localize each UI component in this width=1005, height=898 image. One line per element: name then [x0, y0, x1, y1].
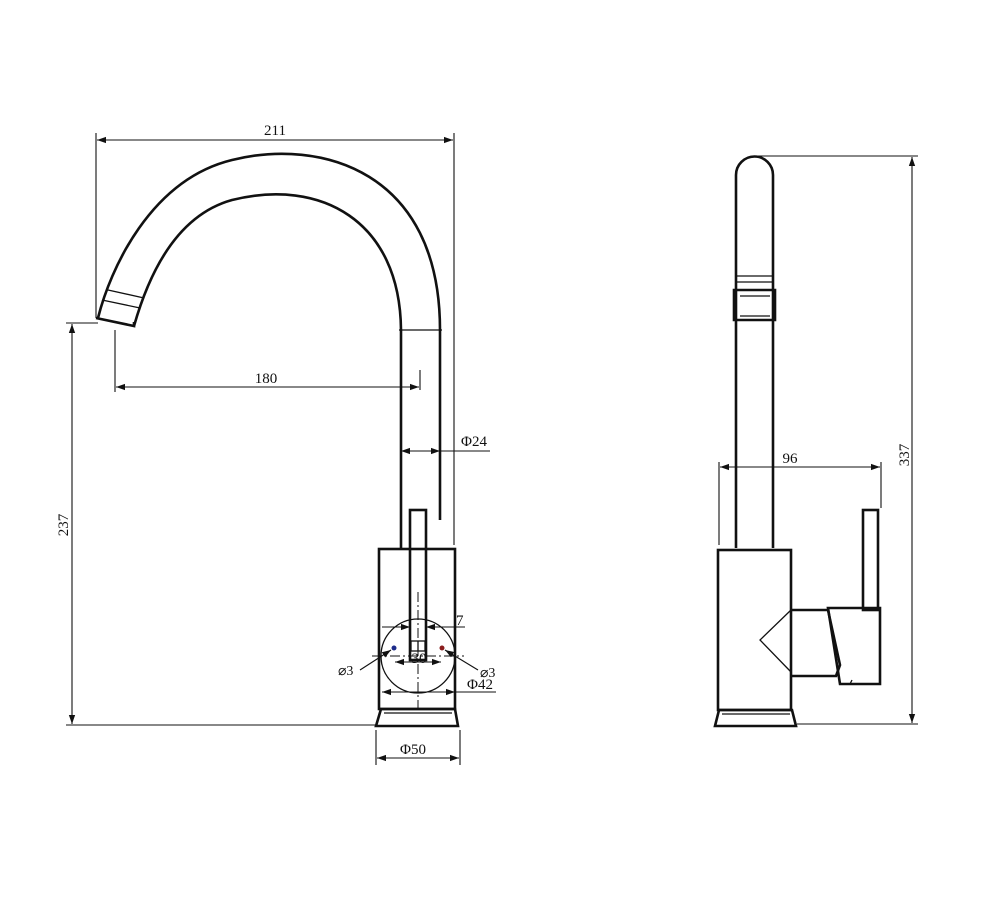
base-diameter-label: Φ50 — [400, 742, 426, 758]
mounting-hole-right — [439, 645, 445, 651]
dim-overall-width: 211 — [95, 123, 455, 545]
dim-spout-reach: 180 — [114, 330, 421, 392]
hole-left-label: ⌀3 — [338, 664, 353, 679]
dim-body-diameter: Φ24 — [401, 434, 490, 455]
mount-diameter-label: Φ42 — [467, 677, 493, 693]
dim-base-diameter: Φ50 — [375, 730, 461, 765]
dim-spout-height: 237 — [56, 322, 376, 726]
dim-mount-small: 7 — [382, 613, 465, 631]
dim-handle-offset: 96 — [718, 451, 882, 545]
handle-offset-label: 96 — [783, 451, 799, 467]
dim-overall-height: 337 — [755, 155, 918, 725]
side-body — [713, 548, 842, 728]
body-diameter-label: Φ24 — [461, 434, 487, 450]
dim-hole-diameters: ⌀3 ⌀3 — [338, 649, 495, 681]
faucet-body — [374, 508, 460, 728]
front-view: 211 180 237 Φ24 7 — [56, 123, 496, 765]
mounting-hole-left — [391, 645, 397, 651]
side-view: 96 337 — [713, 155, 918, 728]
spout-outline — [95, 152, 442, 548]
mount-small-label: 7 — [456, 613, 464, 629]
hole-right-label: ⌀3 — [480, 666, 495, 681]
overall-height-label: 337 — [897, 443, 913, 466]
spout-height-label: 237 — [56, 513, 72, 536]
dim-mount-diameter: Φ42 — [382, 677, 496, 696]
side-handle — [826, 508, 882, 686]
dim-hole-spacing: 30 — [395, 651, 441, 667]
hole-spacing-label: 30 — [412, 651, 427, 667]
overall-width-label: 211 — [264, 123, 286, 139]
side-spout-outline — [732, 155, 777, 548]
spout-reach-label: 180 — [255, 371, 278, 387]
